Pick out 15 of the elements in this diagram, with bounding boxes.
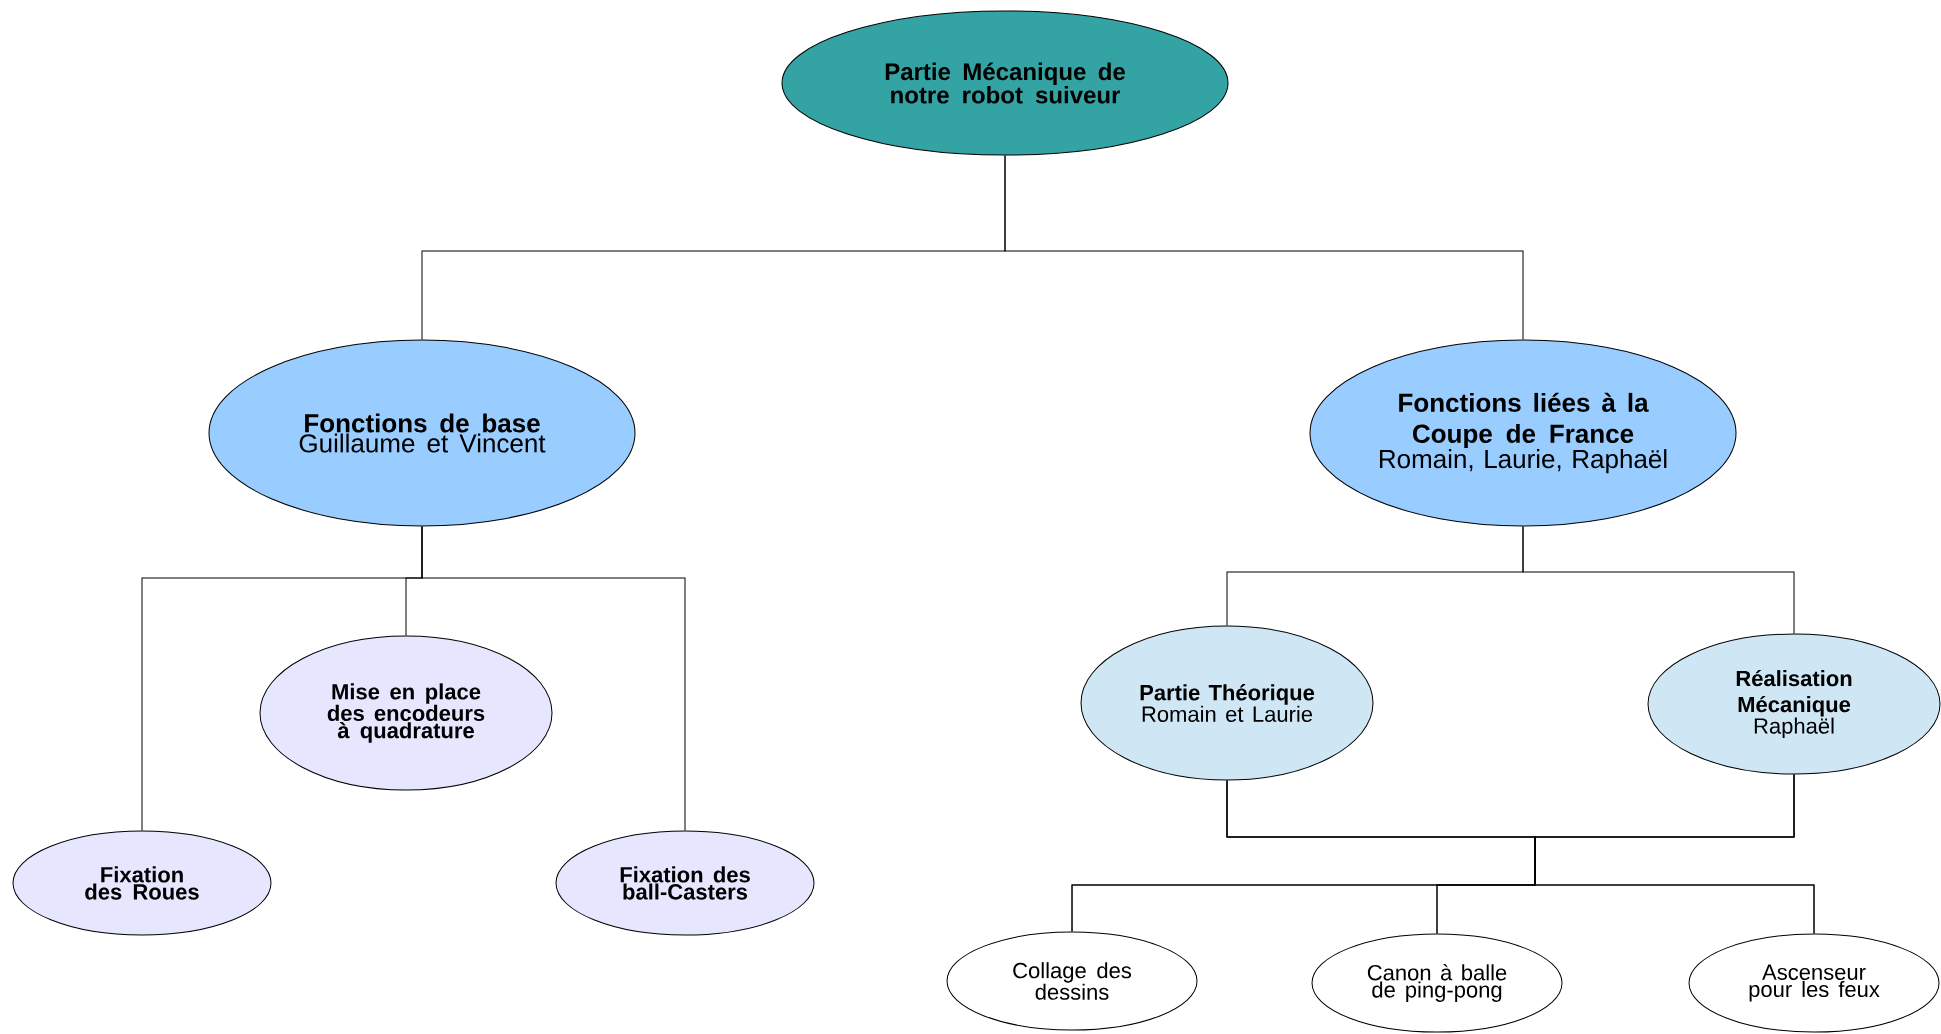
ellipse-node: Ascenseur pour les feux	[1688, 933, 1940, 1033]
ellipse-node: Fonctions de base Guillaume et Vincent	[208, 339, 636, 527]
connector-line	[1522, 526, 1795, 634]
ellipse-node: Collage des dessins	[946, 931, 1198, 1031]
connector-line	[1004, 155, 1524, 340]
ellipse-node: Mise en place des encodeurs à quadrature	[259, 635, 553, 791]
ellipse-node: Canon à balle de ping-pong	[1311, 933, 1563, 1033]
connector-line	[1534, 774, 1815, 934]
connector-line	[421, 526, 686, 831]
ellipse-node: Fixation des ball-Casters	[555, 830, 815, 936]
ellipse-node: Réalisation Mécanique Raphaël	[1647, 633, 1941, 775]
ellipse-node: Fonctions liées à la Coupe de France Romain, Laurie, Raphaël	[1309, 339, 1737, 527]
ellipse-node: Fixation des Roues	[12, 830, 272, 936]
ellipse-node: Partie Théorique Romain et Laurie	[1080, 625, 1374, 781]
ellipse-node: Partie Mécanique de notre robot suiveur	[781, 10, 1229, 156]
